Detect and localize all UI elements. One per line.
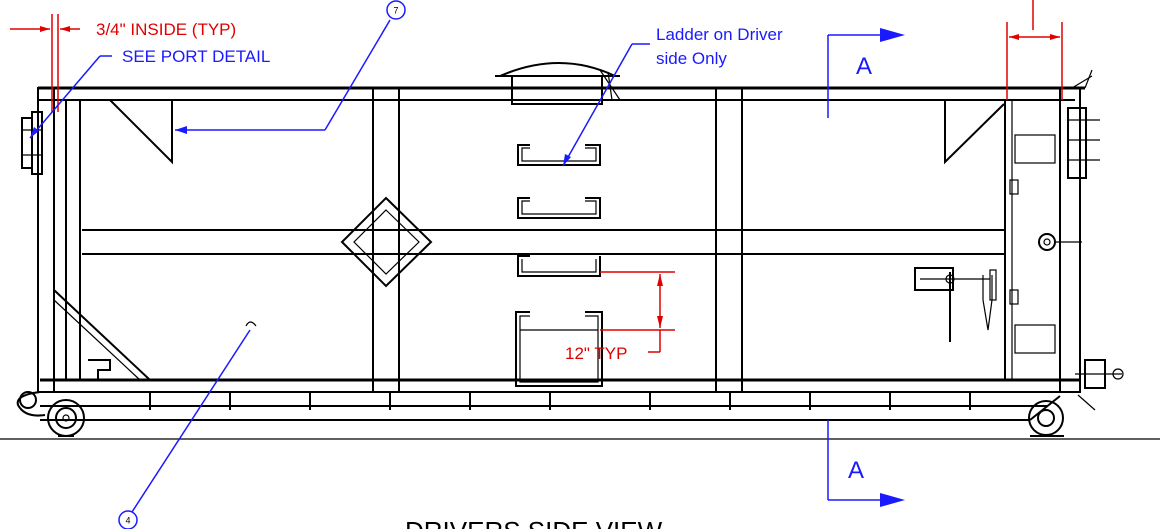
ladder-note-line2: side Only xyxy=(656,49,727,68)
inside-dimension xyxy=(10,14,80,112)
manway-hatch xyxy=(495,62,621,105)
rear-wall-dimension xyxy=(1006,0,1063,100)
rung-spacing-dimension xyxy=(600,271,675,353)
section-cut-line xyxy=(827,28,905,507)
balloon-4: 4 xyxy=(118,510,138,529)
ladder-leader xyxy=(562,43,650,167)
balloon-7-label: 7 xyxy=(393,6,398,16)
rear-roller xyxy=(1028,400,1064,437)
balloon-4-leader xyxy=(131,321,257,513)
port-fitting xyxy=(21,111,43,175)
port-leader xyxy=(29,55,112,139)
section-label-top: A xyxy=(856,53,872,80)
container-frame xyxy=(37,86,1085,421)
ladder xyxy=(515,144,603,387)
floor-crossmembers xyxy=(149,392,971,410)
rung-spacing-note: 12" TYP xyxy=(565,344,627,363)
rear-door-hardware xyxy=(1009,69,1124,411)
inside-dimension-note: 3/4" INSIDE (TYP) xyxy=(96,20,236,39)
door-latch xyxy=(914,267,997,342)
view-title: DRIVERS SIDE VIEW xyxy=(405,516,663,529)
balloon-4-label: 4 xyxy=(125,516,130,526)
placard-diamond xyxy=(340,196,433,288)
balloon-7-leader xyxy=(175,19,391,134)
port-detail-note: SEE PORT DETAIL xyxy=(122,47,270,66)
ladder-note-line1: Ladder on Driver xyxy=(656,25,783,44)
left-hook xyxy=(88,359,111,380)
balloon-7: 7 xyxy=(386,0,406,20)
front-roller xyxy=(16,391,85,437)
section-label-bottom: A xyxy=(848,457,864,484)
